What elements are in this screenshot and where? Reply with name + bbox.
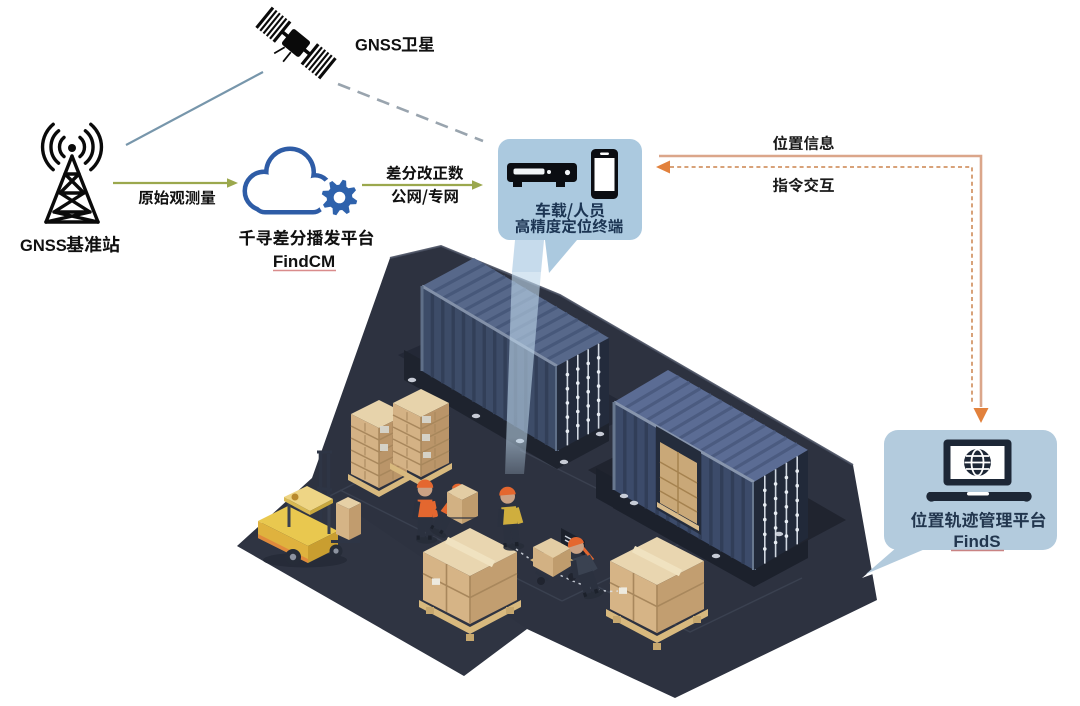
- svg-text:GNSS: GNSS: [355, 37, 402, 55]
- svg-text:FindS: FindS: [953, 532, 1000, 551]
- svg-text:FindCM: FindCM: [273, 252, 335, 271]
- svg-text:GNSS: GNSS: [20, 237, 67, 255]
